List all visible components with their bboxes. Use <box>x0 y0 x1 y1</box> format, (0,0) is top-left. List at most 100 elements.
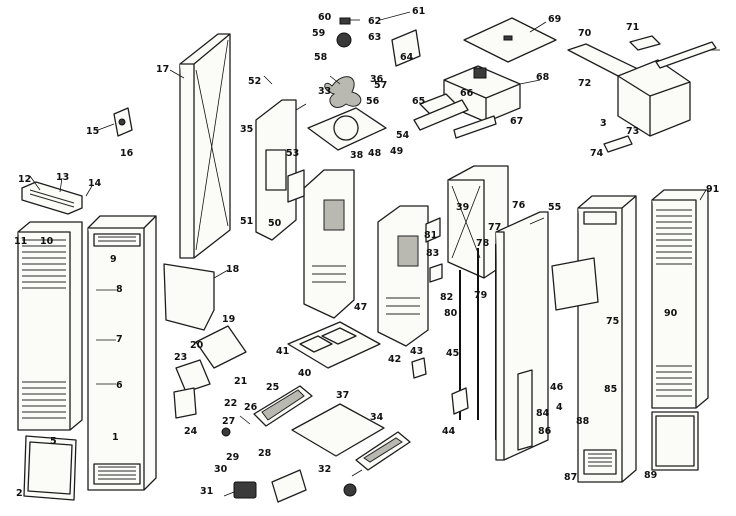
burner-bracket-assembly <box>173 325 247 419</box>
top-cover <box>463 17 557 63</box>
part-label-41: 41 <box>276 346 289 357</box>
part-label-71: 71 <box>626 22 639 33</box>
part-label-86: 86 <box>538 426 552 437</box>
side-panel <box>495 211 549 461</box>
part-label-64: 64 <box>400 52 414 63</box>
part-label-60: 60 <box>318 12 332 23</box>
thermostat-part <box>113 107 133 137</box>
part-label-18: 18 <box>226 264 240 275</box>
back-panel <box>255 99 305 241</box>
part-label-51: 51 <box>240 216 253 227</box>
part-label-45: 45 <box>446 348 459 359</box>
part-label-49: 49 <box>390 146 403 157</box>
part-label-87: 87 <box>564 472 577 483</box>
part-label-50: 50 <box>268 218 282 229</box>
part-label-5: 5 <box>50 436 57 447</box>
part-label-12: 12 <box>18 174 31 185</box>
part-label-53: 53 <box>286 148 299 159</box>
part-label-79: 79 <box>474 290 487 301</box>
part-label-2: 2 <box>16 488 23 499</box>
vertical-channel <box>179 33 231 259</box>
part-label-43: 43 <box>410 346 423 357</box>
part-label-61: 61 <box>412 6 425 17</box>
part-label-24: 24 <box>184 426 198 437</box>
draft-hood-parts <box>413 93 497 139</box>
part-label-70: 70 <box>578 28 592 39</box>
part-label-66: 66 <box>460 88 474 99</box>
part-label-62: 62 <box>368 16 381 27</box>
top-grille-strip <box>21 181 83 215</box>
part-label-33: 33 <box>318 86 331 97</box>
reflector-panel <box>551 257 599 311</box>
part-label-7: 7 <box>116 334 123 345</box>
part-label-3: 3 <box>600 118 607 129</box>
part-label-36: 36 <box>370 74 384 85</box>
part-label-84: 84 <box>536 408 550 419</box>
part-label-75: 75 <box>606 316 619 327</box>
part-label-80: 80 <box>444 308 458 319</box>
heat-exchanger <box>303 169 429 347</box>
part-label-77: 77 <box>488 222 501 233</box>
part-label-82: 82 <box>440 292 453 303</box>
part-label-54: 54 <box>396 130 410 141</box>
part-label-11: 11 <box>14 236 27 247</box>
part-label-8: 8 <box>116 284 123 295</box>
part-label-78: 78 <box>476 238 490 249</box>
pilot-burner <box>355 431 411 471</box>
part-label-72: 72 <box>578 78 591 89</box>
part-label-10: 10 <box>40 236 54 247</box>
part-label-38: 38 <box>350 150 364 161</box>
part-label-55: 55 <box>548 202 561 213</box>
base-tray <box>287 321 381 369</box>
part-label-59: 59 <box>312 28 325 39</box>
part-label-85: 85 <box>604 384 617 395</box>
part-label-4: 4 <box>556 402 563 413</box>
blower-fan <box>324 17 362 108</box>
part-label-6: 6 <box>116 380 123 391</box>
part-label-9: 9 <box>110 254 117 265</box>
leader-lines <box>29 11 720 497</box>
part-label-26: 26 <box>244 402 258 413</box>
part-label-74: 74 <box>590 148 604 159</box>
part-label-47: 47 <box>354 302 367 313</box>
part-label-17: 17 <box>156 64 169 75</box>
vent-hood <box>567 35 717 153</box>
part-label-19: 19 <box>222 314 235 325</box>
part-label-14: 14 <box>88 178 102 189</box>
burner-tube <box>253 385 313 427</box>
part-label-13: 13 <box>56 172 69 183</box>
part-label-39: 39 <box>456 202 469 213</box>
part-label-29: 29 <box>226 452 239 463</box>
part-label-30: 30 <box>214 464 228 475</box>
inner-panel <box>447 165 509 279</box>
part-label-88: 88 <box>576 416 590 427</box>
part-label-32: 32 <box>318 464 331 475</box>
part-label-68: 68 <box>536 72 550 83</box>
part-label-1: 1 <box>112 432 119 443</box>
motor-bracket <box>391 29 421 67</box>
part-label-67: 67 <box>510 116 523 127</box>
part-label-89: 89 <box>644 470 657 481</box>
cabinet-shell <box>87 215 157 491</box>
part-label-40: 40 <box>298 368 312 379</box>
right-grille-panel <box>651 189 709 409</box>
part-labels: 12 13 14 11 10 9 8 7 6 5 2 1 15 16 17 18… <box>14 6 719 499</box>
burner-pan <box>291 403 385 457</box>
part-label-48: 48 <box>368 148 382 159</box>
part-label-35: 35 <box>240 124 253 135</box>
part-label-63: 63 <box>368 32 381 43</box>
part-label-37: 37 <box>336 390 349 401</box>
front-grille-panel <box>17 221 83 431</box>
part-label-69: 69 <box>548 14 561 25</box>
part-label-73: 73 <box>626 126 639 137</box>
part-label-27: 27 <box>222 416 235 427</box>
part-label-76: 76 <box>512 200 526 211</box>
part-label-52: 52 <box>248 76 261 87</box>
part-label-21: 21 <box>234 376 247 387</box>
part-label-31: 31 <box>200 486 213 497</box>
part-label-16: 16 <box>120 148 134 159</box>
part-label-65: 65 <box>412 96 425 107</box>
part-label-34: 34 <box>370 412 384 423</box>
part-label-57: 57 <box>374 80 387 91</box>
